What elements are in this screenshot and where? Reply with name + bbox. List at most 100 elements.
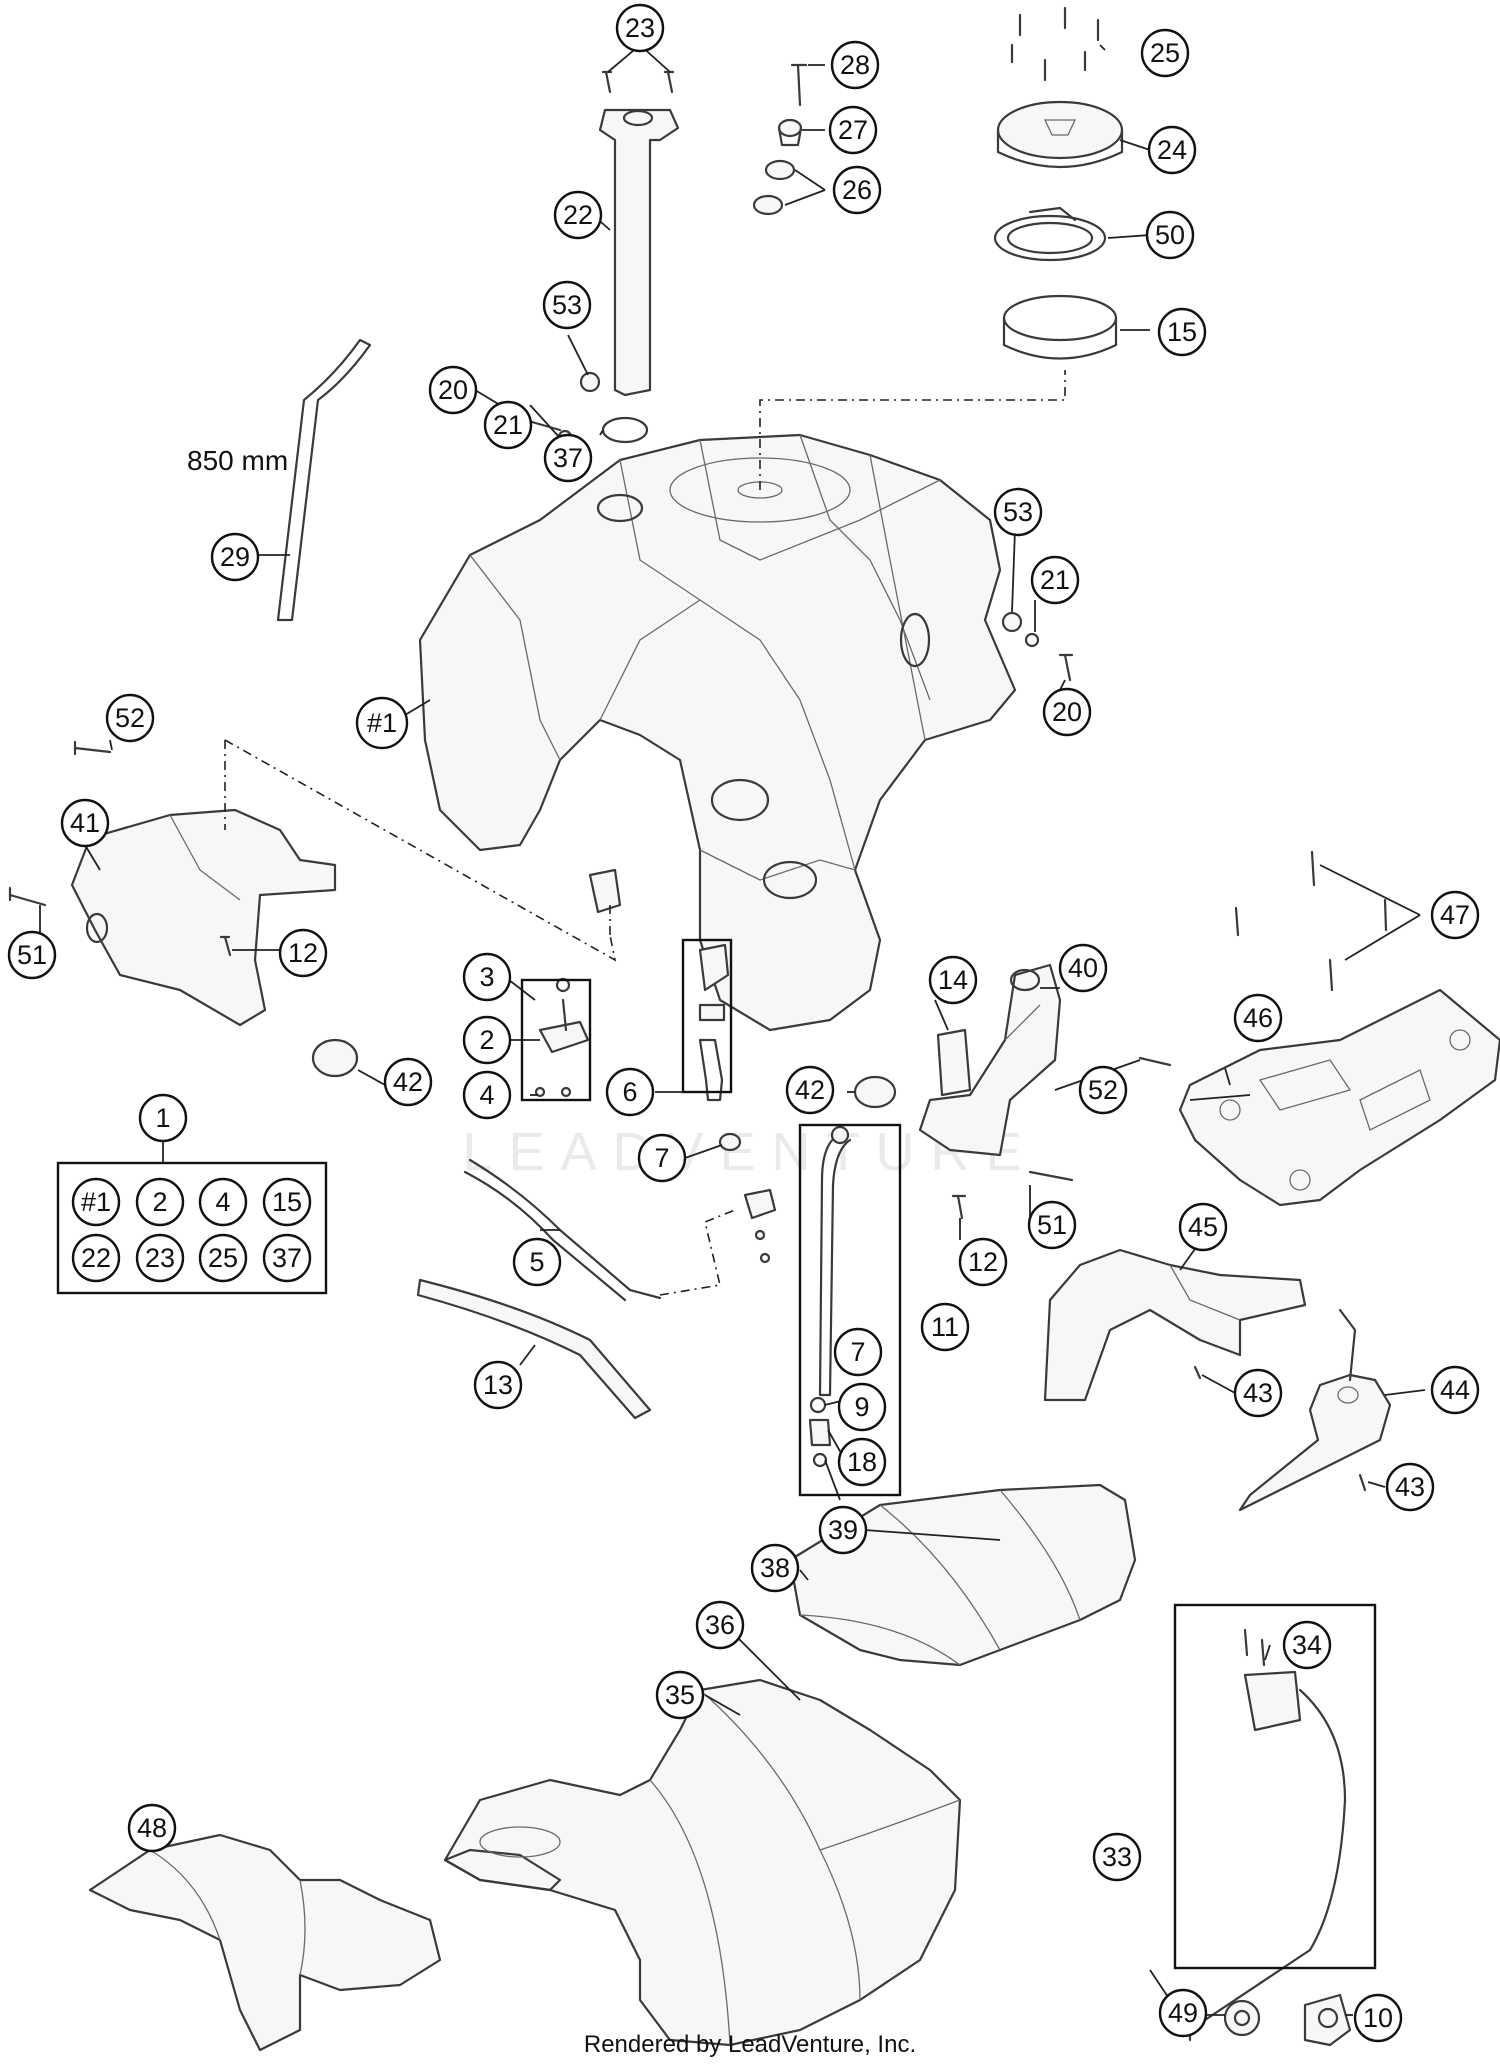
callout-52-left[interactable]: 52 xyxy=(105,693,155,743)
callout-39[interactable]: 39 xyxy=(818,1505,868,1555)
svg-text:#1: #1 xyxy=(367,708,397,738)
callout-5[interactable]: 5 xyxy=(512,1237,562,1287)
fuel-pump-tube xyxy=(598,108,680,397)
callout-20-left[interactable]: 20 xyxy=(428,365,478,415)
kit-item-3[interactable]: 4 xyxy=(198,1177,248,1227)
callout-33[interactable]: 33 xyxy=(1092,1832,1142,1882)
seat-lock-cable xyxy=(1188,1628,1347,2042)
kit-contents-box xyxy=(56,1161,328,1295)
svg-text:51: 51 xyxy=(1037,1210,1067,1240)
callout-51-left[interactable]: 51 xyxy=(7,930,57,980)
kit-item-6[interactable]: 23 xyxy=(135,1233,185,1283)
callout-6[interactable]: 6 xyxy=(605,1067,655,1117)
screw-12-right xyxy=(951,1194,967,1220)
kit-item-8[interactable]: 37 xyxy=(262,1233,312,1283)
fuel-connector xyxy=(698,943,730,1102)
callout-9[interactable]: 9 xyxy=(837,1382,887,1432)
trim-strip xyxy=(416,1278,652,1420)
callout-53-right[interactable]: 53 xyxy=(993,487,1043,537)
svg-text:53: 53 xyxy=(552,290,582,320)
svg-text:12: 12 xyxy=(288,938,318,968)
callout-#1[interactable]: #1 xyxy=(355,696,409,750)
callout-11[interactable]: 11 xyxy=(920,1302,970,1352)
callout-52-right[interactable]: 52 xyxy=(1078,1065,1128,1115)
callout-13[interactable]: 13 xyxy=(473,1360,523,1410)
callout-4[interactable]: 4 xyxy=(462,1070,512,1120)
callout-28[interactable]: 28 xyxy=(830,40,880,90)
callout-43-upper[interactable]: 43 xyxy=(1233,1368,1283,1418)
callout-3[interactable]: 3 xyxy=(462,952,512,1002)
kit-item-5[interactable]: 22 xyxy=(71,1233,121,1283)
svg-text:43: 43 xyxy=(1243,1378,1273,1408)
callout-2[interactable]: 2 xyxy=(462,1015,512,1065)
callout-44[interactable]: 44 xyxy=(1430,1365,1480,1415)
seat-cover xyxy=(88,1833,442,2052)
svg-text:2: 2 xyxy=(479,1025,494,1055)
callout-35[interactable]: 35 xyxy=(655,1670,705,1720)
spacer-sleeve xyxy=(777,118,803,147)
callout-14[interactable]: 14 xyxy=(928,955,978,1005)
rider-seat xyxy=(443,1678,962,2047)
callout-21-right[interactable]: 21 xyxy=(1030,555,1080,605)
kit-item-2[interactable]: 2 xyxy=(135,1177,185,1227)
callout-36[interactable]: 36 xyxy=(695,1600,745,1650)
callout-10[interactable]: 10 xyxy=(1353,1993,1403,2043)
callout-45[interactable]: 45 xyxy=(1178,1202,1228,1252)
callout-48[interactable]: 48 xyxy=(127,1803,177,1853)
callout-12-right[interactable]: 12 xyxy=(958,1237,1008,1287)
grab-handle xyxy=(1043,1248,1307,1402)
callout-47[interactable]: 47 xyxy=(1430,890,1480,940)
callout-7-lower[interactable]: 7 xyxy=(833,1327,883,1377)
svg-text:23: 23 xyxy=(625,13,655,43)
callout-43-lower[interactable]: 43 xyxy=(1385,1462,1435,1512)
fuel-fitting xyxy=(743,1188,777,1264)
callout-29[interactable]: 29 xyxy=(210,532,260,582)
callout-24[interactable]: 24 xyxy=(1147,125,1197,175)
luggage-rack xyxy=(1178,988,1500,1207)
callout-25[interactable]: 25 xyxy=(1140,28,1190,78)
callout-1[interactable]: 1 xyxy=(138,1093,188,1143)
kit-item-1[interactable]: #1 xyxy=(71,1177,121,1227)
svg-text:22: 22 xyxy=(81,1243,111,1273)
svg-text:9: 9 xyxy=(854,1392,869,1422)
callout-20-right[interactable]: 20 xyxy=(1042,687,1092,737)
callout-42-left[interactable]: 42 xyxy=(383,1057,433,1107)
callout-26[interactable]: 26 xyxy=(832,165,882,215)
callout-40[interactable]: 40 xyxy=(1058,943,1108,993)
screw-43-lower xyxy=(1358,1473,1367,1492)
callout-51-right[interactable]: 51 xyxy=(1027,1200,1077,1250)
group-box-6 xyxy=(681,938,733,1094)
callout-23[interactable]: 23 xyxy=(615,3,665,53)
callout-46[interactable]: 46 xyxy=(1233,993,1283,1043)
svg-text:52: 52 xyxy=(1088,1075,1118,1105)
callout-15[interactable]: 15 xyxy=(1157,307,1207,357)
bolt-51-left xyxy=(8,886,47,907)
hose-length-label: 850 mm xyxy=(187,445,288,476)
callout-7-upper[interactable]: 7 xyxy=(637,1133,687,1183)
svg-text:12: 12 xyxy=(968,1247,998,1277)
callout-34[interactable]: 34 xyxy=(1282,1620,1332,1670)
callout-18[interactable]: 18 xyxy=(837,1437,887,1487)
svg-text:50: 50 xyxy=(1155,220,1185,250)
callout-37[interactable]: 37 xyxy=(543,433,593,483)
kit-item-4[interactable]: 15 xyxy=(262,1177,312,1227)
callout-22[interactable]: 22 xyxy=(553,190,603,240)
callout-12-left[interactable]: 12 xyxy=(278,928,328,978)
callout-42-right[interactable]: 42 xyxy=(785,1065,835,1115)
callout-41[interactable]: 41 xyxy=(60,798,110,848)
callout-53-left[interactable]: 53 xyxy=(542,280,592,330)
svg-text:10: 10 xyxy=(1363,2003,1393,2033)
screw-12-left xyxy=(219,935,232,957)
svg-text:46: 46 xyxy=(1243,1003,1273,1033)
kit-item-7[interactable]: 25 xyxy=(198,1233,248,1283)
callout-49[interactable]: 49 xyxy=(1158,1988,1208,2038)
callout-38[interactable]: 38 xyxy=(750,1543,800,1593)
callout-21-left[interactable]: 21 xyxy=(483,400,533,450)
bolt-52-left xyxy=(73,740,112,756)
svg-text:38: 38 xyxy=(760,1553,790,1583)
callout-50[interactable]: 50 xyxy=(1145,210,1195,260)
svg-text:41: 41 xyxy=(70,808,100,838)
filler-cap xyxy=(996,100,1124,169)
svg-text:47: 47 xyxy=(1440,900,1470,930)
callout-27[interactable]: 27 xyxy=(828,105,878,155)
